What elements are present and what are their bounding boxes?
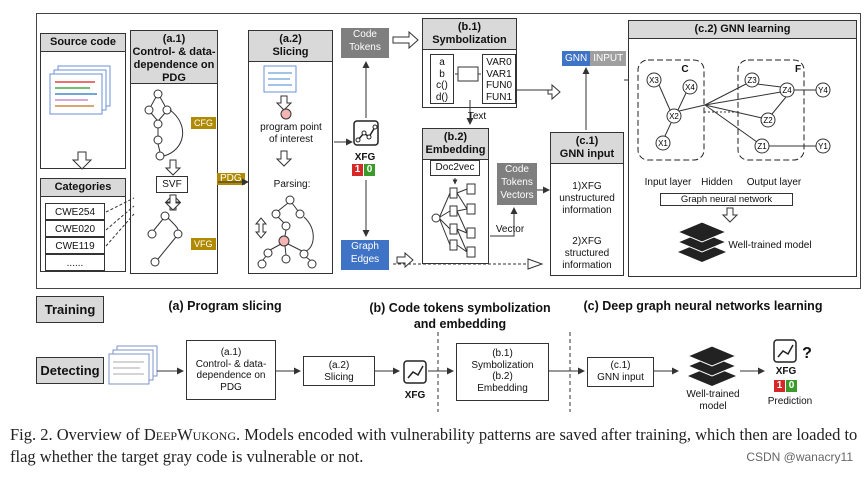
cfg-tag: CFG — [191, 117, 216, 129]
symbol-c: c() — [436, 80, 448, 91]
figure-caption: Fig. 2. Overview of DeepWukong. Models e… — [10, 424, 860, 468]
input-tag-part: INPUT — [590, 51, 627, 66]
source-code-box: Source code — [40, 33, 126, 169]
output-layer-label: Output layer — [746, 177, 802, 188]
detect-xfg-label: XFG — [404, 390, 426, 401]
c1-header: (c.1) GNN input — [551, 133, 623, 164]
b2-header: (b.2) Embedding — [423, 129, 488, 160]
gnn-input-tag: GNN INPUT — [562, 51, 627, 66]
group-c-label: C — [681, 64, 689, 75]
symbol-b: b — [439, 68, 445, 80]
pdg-tag: PDG — [217, 173, 245, 185]
symbols-right: VAR0 VAR1 FUN0 FUN1 — [482, 54, 516, 104]
graph-edges-box: Graph Edges — [341, 240, 389, 270]
prediction-label: Prediction — [767, 396, 813, 407]
cwe-item: CWE119 — [45, 237, 105, 254]
text-label: Text — [467, 111, 487, 122]
detect-a2-box: (a.2) Slicing — [303, 356, 375, 386]
well-trained-label: Well-trained model — [728, 240, 812, 251]
detect-bit-zero: 0 — [786, 380, 797, 392]
symbol-d: d() — [435, 91, 449, 103]
svf-box: SVF — [156, 176, 188, 193]
input-layer-label: Input layer — [644, 177, 692, 188]
xfg-structured-label: 2)XFG structured information — [562, 236, 612, 271]
question-mark: ? — [802, 345, 812, 362]
symbols-left: a b c() d() — [430, 54, 454, 104]
a2-header: (a.2) Slicing — [249, 31, 332, 62]
symbol-var0: VAR0 — [486, 57, 512, 68]
symbol-a: a — [439, 57, 445, 68]
detect-model-icon — [686, 345, 738, 386]
dgnn-label: (c) Deep graph neural networks learning — [583, 299, 823, 313]
caption-name: DeepWukong — [143, 425, 236, 444]
vector-label: Vector — [495, 224, 525, 235]
detect-xfg-icon — [403, 360, 427, 384]
source-code-header: Source code — [41, 34, 125, 52]
symbol-var1: VAR1 — [486, 68, 512, 80]
watermark: CSDN @wanacry11 — [746, 450, 853, 464]
vfg-tag: VFG — [191, 238, 216, 250]
detect-a1-box: (a.1) Control- & data- dependence on PDG — [186, 340, 276, 400]
c2-header: (c.2) GNN learning — [629, 21, 856, 39]
xfg-unstructured-label: 1)XFG unstructured information — [559, 181, 615, 216]
b1-header: (b.1) Symbolization — [423, 19, 516, 50]
bit-one: 1 — [352, 164, 363, 176]
detect-b-box: (b.1) Symbolization (b.2) Embedding — [456, 343, 549, 401]
cwe-item: CWE020 — [45, 220, 105, 237]
group-f-label: F — [794, 64, 802, 75]
detect-xfg2-icon — [773, 339, 797, 363]
detect-bit-one: 1 — [774, 380, 785, 392]
code-tokens-vectors-box: Code Tokens Vectors — [497, 163, 537, 205]
c2-box: (c.2) GNN learning — [628, 20, 857, 277]
c1-box: (c.1) GNN input — [550, 132, 624, 276]
code-tokens-label: (b) Code tokens symbolization and embedd… — [369, 301, 551, 331]
a2-box: (a.2) Slicing — [248, 30, 333, 274]
detect-c1-box: (c.1) GNN input — [587, 357, 654, 387]
parsing-label: Parsing: — [273, 179, 311, 190]
detect-source-icon — [108, 345, 158, 385]
cwe-item: CWE254 — [45, 203, 105, 220]
cwe-item: ...... — [45, 254, 105, 271]
doc2vec-box: Doc2vec — [430, 160, 480, 176]
gnn-tag-part: GNN — [562, 51, 591, 66]
detect-xfg2-label: XFG — [775, 366, 797, 377]
b2-box: (b.2) Embedding — [422, 128, 489, 264]
program-slicing-label: (a) Program slicing — [168, 299, 282, 313]
bit-zero: 0 — [364, 164, 375, 176]
caption-rest: . Models encoded with vulnerability patt… — [10, 425, 858, 466]
gnn-box: Graph neural network — [660, 193, 793, 206]
xfg-label: XFG — [354, 152, 376, 163]
caption-prefix: Fig. 2. Overview of — [10, 425, 144, 444]
training-label: Training — [36, 296, 104, 323]
hidden-label: Hidden — [701, 177, 733, 188]
detect-model-label: Well-trained model — [686, 389, 740, 412]
detecting-label: Detecting — [36, 357, 104, 384]
categories-header: Categories — [41, 179, 125, 197]
symbol-fun0: FUN0 — [485, 80, 513, 91]
code-tokens-box: Code Tokens — [341, 28, 389, 58]
symbol-fun1: FUN1 — [485, 91, 513, 103]
program-point-label: program point of interest — [260, 122, 322, 145]
a1-header: (a.1) Control- & data- dependence on PDG — [131, 31, 217, 84]
